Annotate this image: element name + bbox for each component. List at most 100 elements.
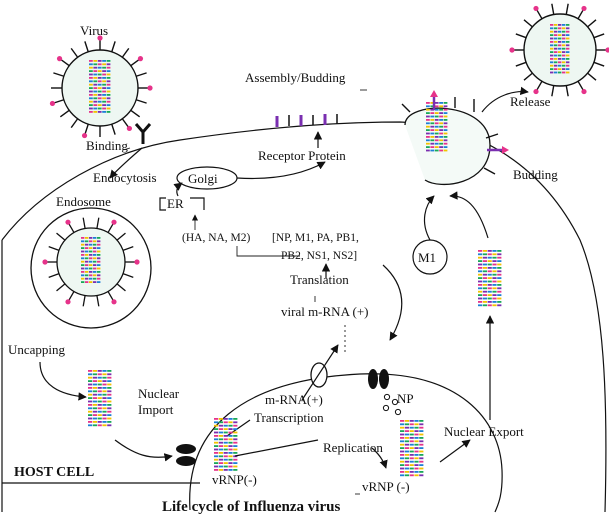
genome-strand [404,437,409,439]
genome-strand [554,41,558,43]
genome-strand [487,290,492,293]
spike-tip-icon [65,299,71,305]
genome-strand [430,115,435,118]
genome-strand [443,132,448,135]
genome-strand [487,287,492,290]
genome-strand [492,267,497,269]
genome-strand [89,87,93,89]
genome-strand [482,294,487,296]
genome-strand [102,376,107,379]
genome-strand [404,447,409,449]
genome-strand [233,448,238,451]
spike-tip-icon [533,88,539,95]
genome-strand [93,271,97,273]
replication-label: Replication [323,440,383,455]
genome-strand [85,277,89,280]
genome-strand [558,64,562,67]
genome-strand [81,237,85,239]
genome-strand [409,443,414,446]
genome-strand [218,424,223,427]
genome-strand [419,426,424,429]
genome-strand [492,304,497,307]
genome-strand [102,410,107,413]
genome-strand [482,260,487,262]
genome-strand [85,237,89,239]
genome-strand [478,270,483,273]
genome-strand [89,277,93,280]
genome-strand [218,462,223,464]
genome-strand [97,87,102,89]
genome-strand [414,433,419,436]
genome-strand [419,423,424,426]
genome-strand [487,263,492,266]
genome-strand [223,445,228,447]
spike-icon [82,295,86,307]
genome-strand [233,428,238,430]
spike-icon [135,72,147,77]
genome-strand [478,297,483,300]
genome-strand [439,136,443,138]
genome-strand [550,64,554,67]
genome-strand [566,61,570,64]
genome-strand [89,281,93,283]
genome-strand [93,240,97,243]
genome-strand [89,267,93,270]
genome-strand [92,387,97,389]
genome-strand [482,263,487,266]
genome-strand [107,383,112,386]
genome-strand [93,274,97,277]
genome-strand [482,253,487,256]
genome-strand [97,111,102,113]
genome-strand [218,431,223,434]
genome-strand [497,273,502,276]
genome-strand [409,423,414,426]
genome-strand [497,297,502,300]
genome-strand [558,34,562,36]
genome-strand [404,467,409,470]
genome-strand [97,107,102,110]
genome-strand [497,267,502,269]
vrnp-left-label: vRNP(-) [212,472,257,487]
genome-strand [93,277,97,280]
genome-strand [430,132,435,135]
genome-strand [443,122,448,125]
genome-strand [426,115,430,118]
genome-strand [97,237,101,239]
genome-strand [434,139,439,142]
genome-strand [487,260,492,262]
genome-strand [562,30,566,33]
genome-strand [404,433,409,436]
genome-strand [223,452,228,454]
genome-strand [81,243,85,246]
genome-strand [497,301,502,303]
vrnp-left-icon [214,418,238,471]
genome-strand [228,431,233,434]
genome-strand [88,397,93,399]
genome-strand [102,66,106,69]
genome-strand [97,73,102,76]
genome-strand [482,280,487,283]
genome-strand [404,440,409,443]
genome-strand [558,41,562,43]
genome-strand [97,387,102,389]
genome-strand [492,270,497,273]
er-bracket-right [190,197,205,210]
genome-strand [566,37,570,40]
genome-strand [487,294,492,296]
genome-strand [482,287,487,290]
genome-strand [89,271,93,273]
spike-icon [116,283,126,292]
genome-strand [102,83,106,86]
genome-strand [89,274,93,277]
genome-strand [434,132,439,135]
protein-list-line-2: PB2, NS1, NS2] [281,250,357,262]
budding-label: Budding [513,167,558,182]
genome-strand [214,455,219,458]
genome-strand [107,407,112,410]
spike-icon [84,41,89,53]
genome-strand [487,250,492,252]
genome-strand [218,441,223,444]
genome-strand [81,257,85,260]
genome-strand [492,290,497,293]
genome-strand [426,132,430,135]
